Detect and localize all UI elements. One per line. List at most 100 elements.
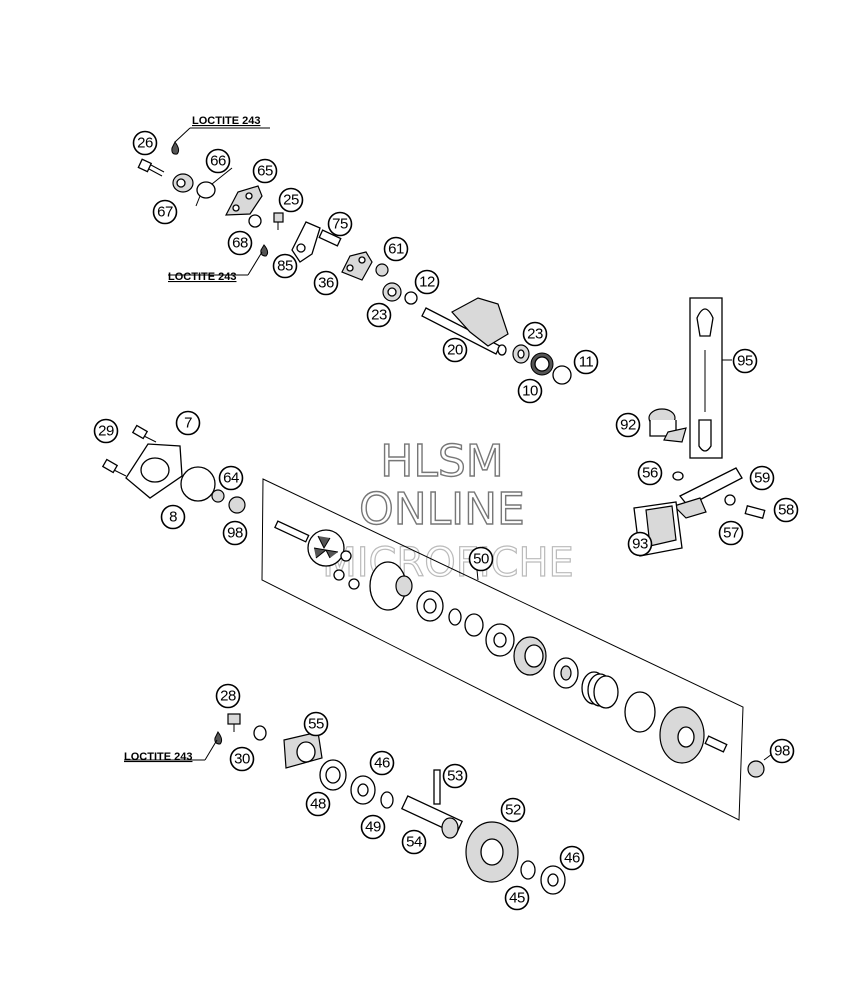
washer-57-part — [724, 494, 736, 506]
callout-59[interactable]: 59 — [749, 465, 775, 491]
callout-58[interactable]: 58 — [773, 497, 799, 523]
gear-part — [659, 706, 705, 764]
svg-text:46: 46 — [564, 850, 580, 867]
shaft-54-part — [400, 795, 464, 839]
callout-75[interactable]: 75 — [327, 211, 353, 237]
svg-text:12: 12 — [419, 274, 435, 291]
ball-2-part — [333, 569, 345, 581]
callout-95[interactable]: 95 — [732, 348, 758, 374]
svg-text:46: 46 — [374, 755, 390, 772]
bearing-10-part — [530, 352, 554, 376]
svg-text:36: 36 — [318, 275, 334, 292]
svg-text:92: 92 — [620, 417, 636, 434]
top-assembly — [137, 127, 572, 385]
ring-12-part — [404, 291, 418, 305]
spring-part — [581, 671, 619, 709]
watermark-line-3: MICROFICHE — [322, 540, 574, 586]
callout-67[interactable]: 67 — [152, 199, 178, 225]
callout-45[interactable]: 45 — [504, 885, 530, 911]
lever-59-part — [672, 467, 743, 519]
callout-48[interactable]: 48 — [305, 791, 331, 817]
loctite-note-3: LOCTITE 243 — [124, 751, 192, 763]
callout-61[interactable]: 61 — [383, 236, 409, 262]
bearing-1-part — [416, 590, 444, 622]
svg-text:57: 57 — [723, 525, 739, 542]
callout-46-bottom[interactable]: 46 — [559, 845, 585, 871]
svg-text:59: 59 — [754, 470, 770, 487]
svg-text:75: 75 — [332, 216, 348, 233]
callout-10[interactable]: 10 — [517, 378, 543, 404]
callout-26[interactable]: 26 — [132, 130, 158, 156]
cam-55-part — [283, 731, 323, 769]
watermark-line-1: HLSM — [380, 436, 504, 487]
callout-36[interactable]: 36 — [313, 270, 339, 296]
svg-text:52: 52 — [505, 802, 521, 819]
right-assembly — [633, 297, 766, 557]
impeller-part — [307, 529, 345, 567]
callout-56[interactable]: 56 — [637, 460, 663, 486]
washer-part — [624, 691, 656, 733]
callout-52[interactable]: 52 — [500, 797, 526, 823]
callout-20[interactable]: 20 — [442, 337, 468, 363]
callout-8[interactable]: 8 — [160, 504, 186, 530]
gear-hub-part — [369, 561, 413, 611]
callout-92[interactable]: 92 — [615, 412, 641, 438]
svg-text:LOCTITE 243: LOCTITE 243 — [124, 751, 192, 763]
svg-text:50: 50 — [473, 551, 489, 568]
svg-text:LOCTITE 243: LOCTITE 243 — [192, 115, 260, 127]
left-assembly — [101, 424, 246, 514]
nut-98-right-part — [747, 753, 773, 778]
svg-text:68: 68 — [232, 235, 248, 252]
callout-68[interactable]: 68 — [227, 230, 253, 256]
callout-49[interactable]: 49 — [360, 814, 386, 840]
bushing-61-part — [375, 263, 389, 277]
svg-text:48: 48 — [310, 796, 326, 813]
kickstarter-shaft-20-part — [421, 297, 509, 356]
ball-3-part — [348, 578, 360, 590]
callout-23-right[interactable]: 23 — [522, 321, 548, 347]
callout-30[interactable]: 30 — [229, 746, 255, 772]
callout-85[interactable]: 85 — [272, 253, 298, 279]
cover-7-part — [125, 443, 183, 499]
bearing-2-part — [485, 623, 515, 657]
screw-58-part — [744, 505, 766, 519]
callout-98-left[interactable]: 98 — [222, 520, 248, 546]
svg-text:64: 64 — [223, 470, 239, 487]
bracket-36-part — [341, 251, 373, 281]
callout-28[interactable]: 28 — [215, 683, 241, 709]
callout-93[interactable]: 93 — [627, 531, 653, 557]
callout-23-top[interactable]: 23 — [366, 302, 392, 328]
washer-30-part — [253, 725, 267, 741]
bolt-part — [704, 735, 728, 753]
callout-66[interactable]: 66 — [205, 148, 231, 174]
ring-64-part — [211, 489, 225, 503]
callout-29[interactable]: 29 — [93, 418, 119, 444]
bush-23b-part — [512, 344, 530, 364]
callout-57[interactable]: 57 — [718, 520, 744, 546]
callout-46-top[interactable]: 46 — [369, 750, 395, 776]
svg-text:56: 56 — [642, 465, 658, 482]
callout-50[interactable]: 50 — [468, 546, 494, 572]
callout-25[interactable]: 25 — [278, 187, 304, 213]
ring-49-part — [380, 791, 394, 809]
cap-92-part — [648, 408, 687, 443]
o-ring-8-part — [180, 466, 216, 502]
svg-text:11: 11 — [579, 354, 594, 371]
callout-7[interactable]: 7 — [175, 410, 201, 436]
callout-11[interactable]: 11 — [573, 349, 599, 375]
callout-64[interactable]: 64 — [218, 465, 244, 491]
callout-98-right[interactable]: 98 — [769, 738, 795, 764]
callout-12[interactable]: 12 — [414, 269, 440, 295]
ring-2-part — [464, 613, 484, 637]
callout-54[interactable]: 54 — [401, 829, 427, 855]
ring-11-part — [552, 365, 572, 385]
svg-text:98: 98 — [227, 525, 243, 542]
callout-65[interactable]: 65 — [252, 158, 278, 184]
lever-85-part — [291, 221, 321, 263]
bearing-46-top-part — [350, 775, 376, 805]
callout-53[interactable]: 53 — [442, 763, 468, 789]
callout-55[interactable]: 55 — [303, 711, 329, 737]
screw-28-part — [227, 713, 241, 732]
bush-48-part — [319, 759, 347, 791]
svg-text:20: 20 — [447, 342, 463, 359]
